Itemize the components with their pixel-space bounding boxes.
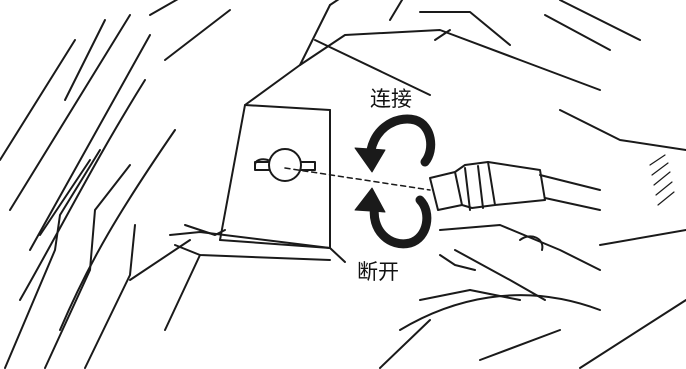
sensor-connector <box>429 161 601 211</box>
right-hatch-patch <box>649 154 675 206</box>
lower-right-details <box>379 109 686 369</box>
keyhole-cap <box>254 148 316 182</box>
rotate-arrow-disconnect-icon <box>354 187 432 249</box>
connect-label: 连接 <box>370 87 412 111</box>
left-frame-lines <box>0 0 231 369</box>
alignment-dashed-line <box>284 167 431 191</box>
disconnect-label: 断开 <box>357 260 399 284</box>
rotate-arrow-connect-icon <box>354 114 436 173</box>
housing-bracket <box>129 0 641 331</box>
